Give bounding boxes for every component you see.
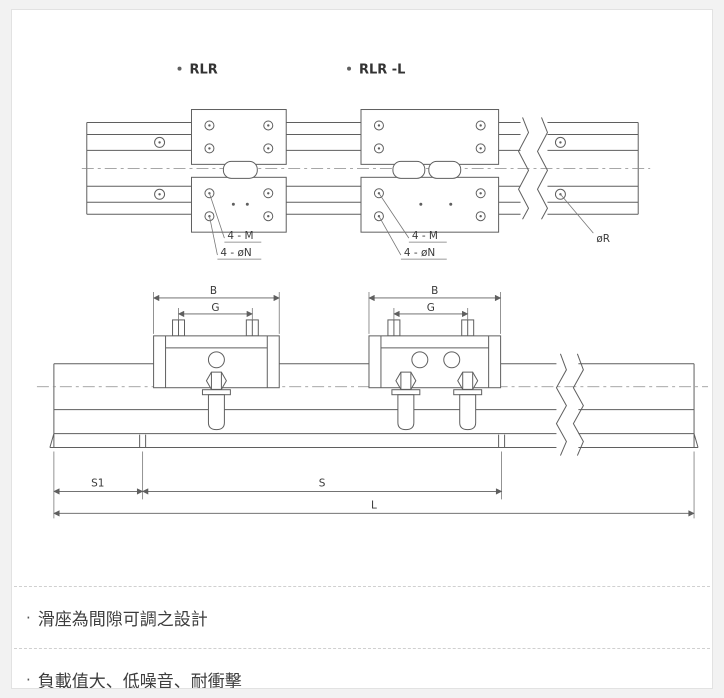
dim-label-b-2: B <box>431 285 438 297</box>
top-view-carriage-rlr <box>190 109 287 233</box>
dimensions-b-g: B G B G <box>152 285 502 334</box>
dimensions-s-l: S1 S L <box>53 451 695 519</box>
model-1-bullet-icon <box>177 66 182 71</box>
callout-rail-hole-diameter: øR <box>596 233 610 245</box>
model-label-rlr: RLR <box>189 63 217 78</box>
hex-nut <box>205 371 227 390</box>
dim-label-s: S <box>319 477 326 489</box>
hex-nut <box>457 371 479 390</box>
callout-4n-2: 4 - øN <box>404 247 435 259</box>
feature-row-load-noise-impact: · 負載值大、低噪音、耐衝擊 <box>14 648 710 689</box>
model-2-bullet-icon <box>347 66 352 71</box>
callout-4m-2: 4 - M <box>412 230 438 242</box>
dim-label-b-1: B <box>210 285 217 297</box>
top-view-carriage-rlr-l <box>360 109 500 233</box>
feature-row-adjustable-clearance: · 滑座為間隙可調之設計 <box>14 586 710 648</box>
dim-label-s1: S1 <box>91 477 104 489</box>
bullet: · <box>26 670 31 689</box>
front-view-carriage-rlr-l <box>368 319 502 431</box>
front-view-carriage-rlr <box>153 319 280 431</box>
feature-text: 滑座為間隙可調之設計 <box>37 610 208 630</box>
dim-label-l: L <box>371 499 377 511</box>
technical-drawing: RLR RLR -L 4 - M 4 - øN 4 - M 4 - øN øR <box>12 10 712 586</box>
model-label-rlr-l: RLR -L <box>359 63 405 78</box>
dim-label-g-2: G <box>427 302 435 314</box>
linear-guide-diagram: RLR RLR -L 4 - M 4 - øN 4 - M 4 - øN øR <box>36 63 709 519</box>
callout-4n-1: 4 - øN <box>220 247 251 259</box>
dim-label-g-1: G <box>211 302 219 314</box>
product-panel: RLR RLR -L 4 - M 4 - øN 4 - M 4 - øN øR <box>11 9 713 689</box>
callout-4m-1: 4 - M <box>227 230 253 242</box>
hex-nut <box>395 371 417 390</box>
hole-callouts: 4 - M 4 - øN 4 - M 4 - øN øR <box>209 193 610 260</box>
front-view-rail <box>36 353 709 456</box>
model-labels: RLR RLR -L <box>177 63 405 78</box>
bullet: · <box>26 608 31 627</box>
feature-text: 負載值大、低噪音、耐衝擊 <box>37 672 242 689</box>
